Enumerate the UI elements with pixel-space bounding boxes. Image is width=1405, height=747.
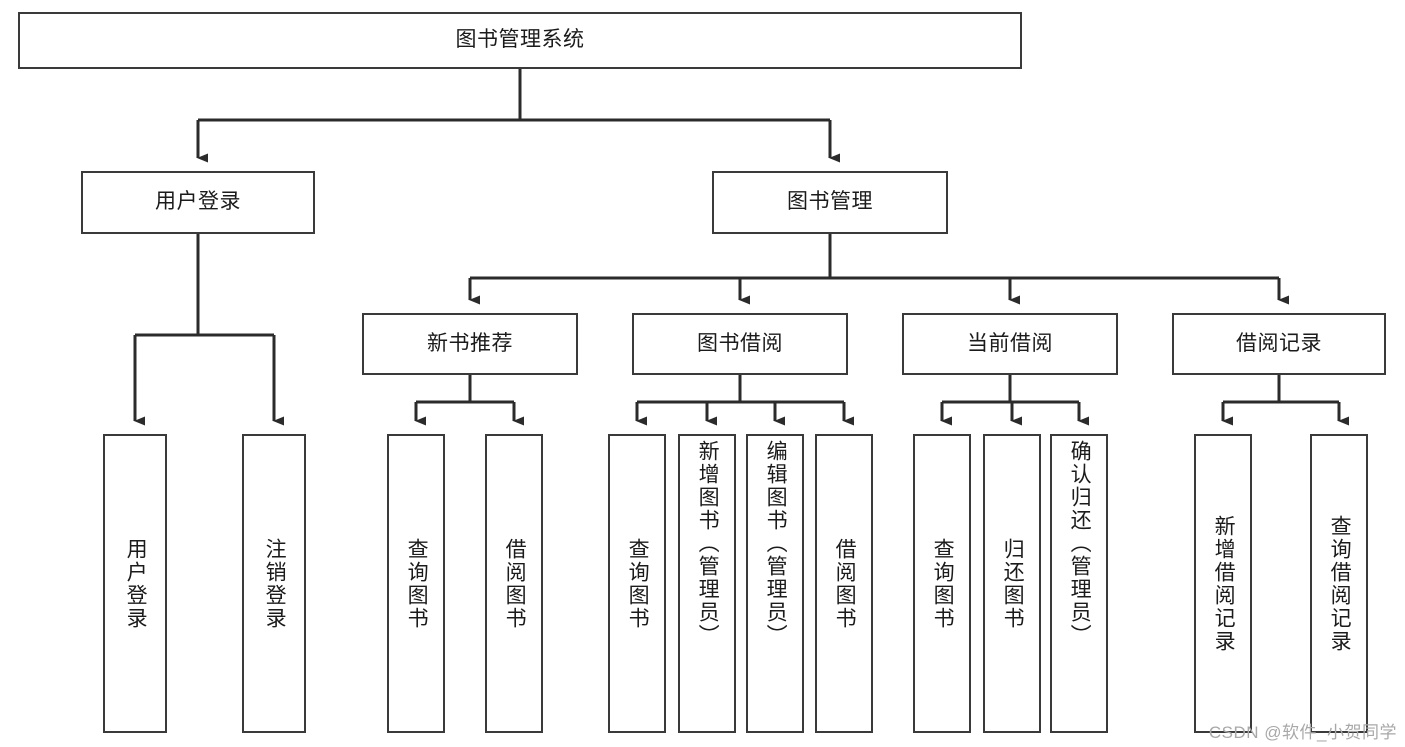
connector-root-to-level2 (196, 69, 840, 163)
node-leaf-add-book[interactable]: 新增图书（管理员） (678, 434, 736, 733)
node-leaf-logout-login[interactable]: 注销登录 (242, 434, 306, 733)
connector-bookborrow-to-leaves (635, 375, 854, 426)
node-leaf-borrow-book-recommend[interactable]: 借阅图书 (485, 434, 543, 733)
connector-currentborrow-to-leaves (940, 375, 1089, 426)
node-current-borrow[interactable]: 当前借阅 (902, 313, 1118, 375)
node-root-system[interactable]: 图书管理系统 (18, 12, 1022, 69)
node-label-user-login: 用户登录 (155, 190, 241, 214)
node-label-leaf-confirm-return: 确认归还（管理员） (1068, 440, 1092, 647)
node-label-root-system: 图书管理系统 (455, 28, 585, 52)
node-label-leaf-query-book-recommend: 查询图书 (405, 537, 429, 630)
node-user-login[interactable]: 用户登录 (81, 171, 315, 234)
node-label-leaf-edit-book: 编辑图书（管理员） (764, 440, 788, 647)
node-book-borrow[interactable]: 图书借阅 (632, 313, 848, 375)
node-label-leaf-logout-login: 注销登录 (263, 537, 287, 630)
node-book-manage[interactable]: 图书管理 (712, 171, 948, 234)
node-label-borrow-record: 借阅记录 (1236, 331, 1322, 355)
node-leaf-edit-book[interactable]: 编辑图书（管理员） (746, 434, 804, 733)
node-label-leaf-return-book: 归还图书 (1001, 537, 1025, 630)
node-leaf-query-book-recommend[interactable]: 查询图书 (387, 434, 445, 733)
node-leaf-return-book[interactable]: 归还图书 (983, 434, 1041, 733)
node-leaf-user-login[interactable]: 用户登录 (103, 434, 167, 733)
node-label-leaf-query-borrow-record: 查询借阅记录 (1328, 514, 1352, 653)
node-label-leaf-borrow-book: 借阅图书 (833, 537, 857, 630)
connector-newbook-to-leaves (414, 375, 524, 426)
node-label-leaf-add-book: 新增图书（管理员） (696, 440, 720, 647)
node-leaf-confirm-return[interactable]: 确认归还（管理员） (1050, 434, 1108, 733)
connector-bookmanage-to-level3 (468, 234, 1289, 305)
csdn-watermark: CSDN @软件_小贺同学 (1208, 723, 1397, 742)
node-label-leaf-borrow-book-recommend: 借阅图书 (503, 537, 527, 630)
node-borrow-record[interactable]: 借阅记录 (1172, 313, 1386, 375)
connector-borrowrecord-to-leaves (1221, 375, 1349, 426)
node-label-book-borrow: 图书借阅 (697, 331, 783, 355)
node-label-leaf-query-book-borrow: 查询图书 (626, 537, 650, 630)
node-label-leaf-query-book-current: 查询图书 (931, 537, 955, 630)
node-leaf-query-book-borrow[interactable]: 查询图书 (608, 434, 666, 733)
node-new-book-recommend[interactable]: 新书推荐 (362, 313, 578, 375)
node-leaf-query-book-current[interactable]: 查询图书 (913, 434, 971, 733)
node-label-book-manage: 图书管理 (787, 190, 873, 214)
node-label-leaf-user-login: 用户登录 (124, 537, 148, 630)
node-leaf-query-borrow-record[interactable]: 查询借阅记录 (1310, 434, 1368, 733)
node-label-leaf-add-borrow-record: 新增借阅记录 (1212, 514, 1236, 653)
node-label-current-borrow: 当前借阅 (967, 331, 1053, 355)
node-leaf-borrow-book[interactable]: 借阅图书 (815, 434, 873, 733)
node-leaf-add-borrow-record[interactable]: 新增借阅记录 (1194, 434, 1252, 733)
node-label-new-book-recommend: 新书推荐 (427, 331, 513, 355)
connector-userlogin-to-leaves (133, 234, 284, 426)
